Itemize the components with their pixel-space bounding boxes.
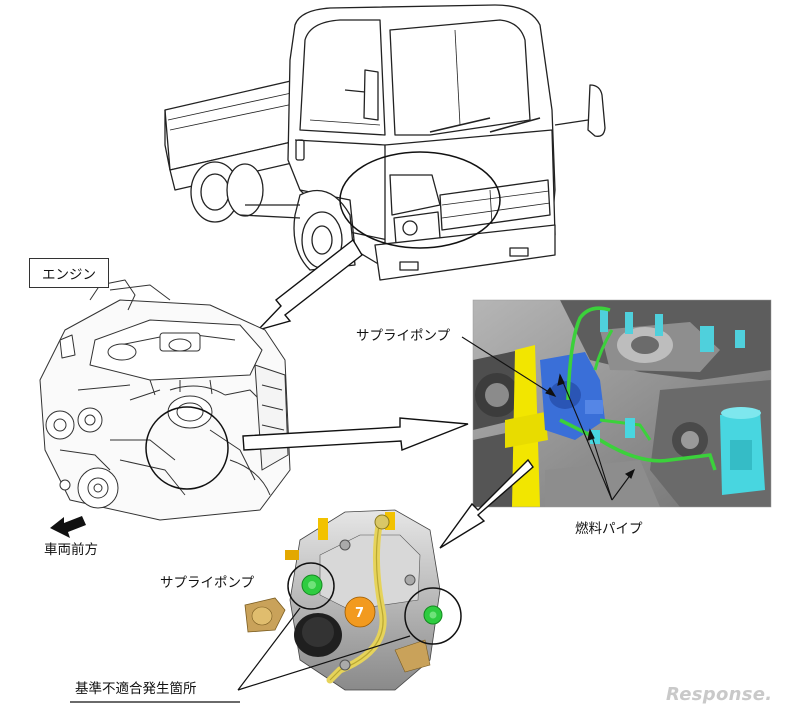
nonconformity-location-label: 基準不適合発生箇所 <box>75 681 197 697</box>
arrow-engine-to-photo <box>242 417 469 451</box>
supply-pump-label-lower: サプライポンプ <box>160 575 255 591</box>
truck-engine-callout-ellipse <box>339 151 501 249</box>
bolt-callout-circle-left <box>287 562 335 610</box>
vehicle-front-label: 車両前方 <box>44 542 98 558</box>
supply-pump-label-upper: サプライポンプ <box>356 328 451 344</box>
bolt-callout-circle-right <box>404 587 462 645</box>
arrow-photo-to-pump <box>439 458 534 549</box>
svg-text:7: 7 <box>355 606 364 621</box>
nonconformity-leader-lines <box>237 607 411 691</box>
photo-leader-lines <box>461 336 636 501</box>
fuel-pipe-label: 燃料パイプ <box>575 521 643 537</box>
response-watermark: Response. <box>666 684 773 705</box>
engine-illustration <box>39 279 291 521</box>
engine-bay-photo <box>472 299 772 508</box>
engine-pump-callout-circle <box>145 406 229 490</box>
engine-label: エンジン <box>29 258 109 288</box>
arrow-truck-to-engine <box>255 238 363 332</box>
truck-illustration <box>164 4 606 281</box>
supply-pump-illustration: 7 <box>244 509 443 691</box>
vehicle-front-arrow <box>50 516 86 538</box>
